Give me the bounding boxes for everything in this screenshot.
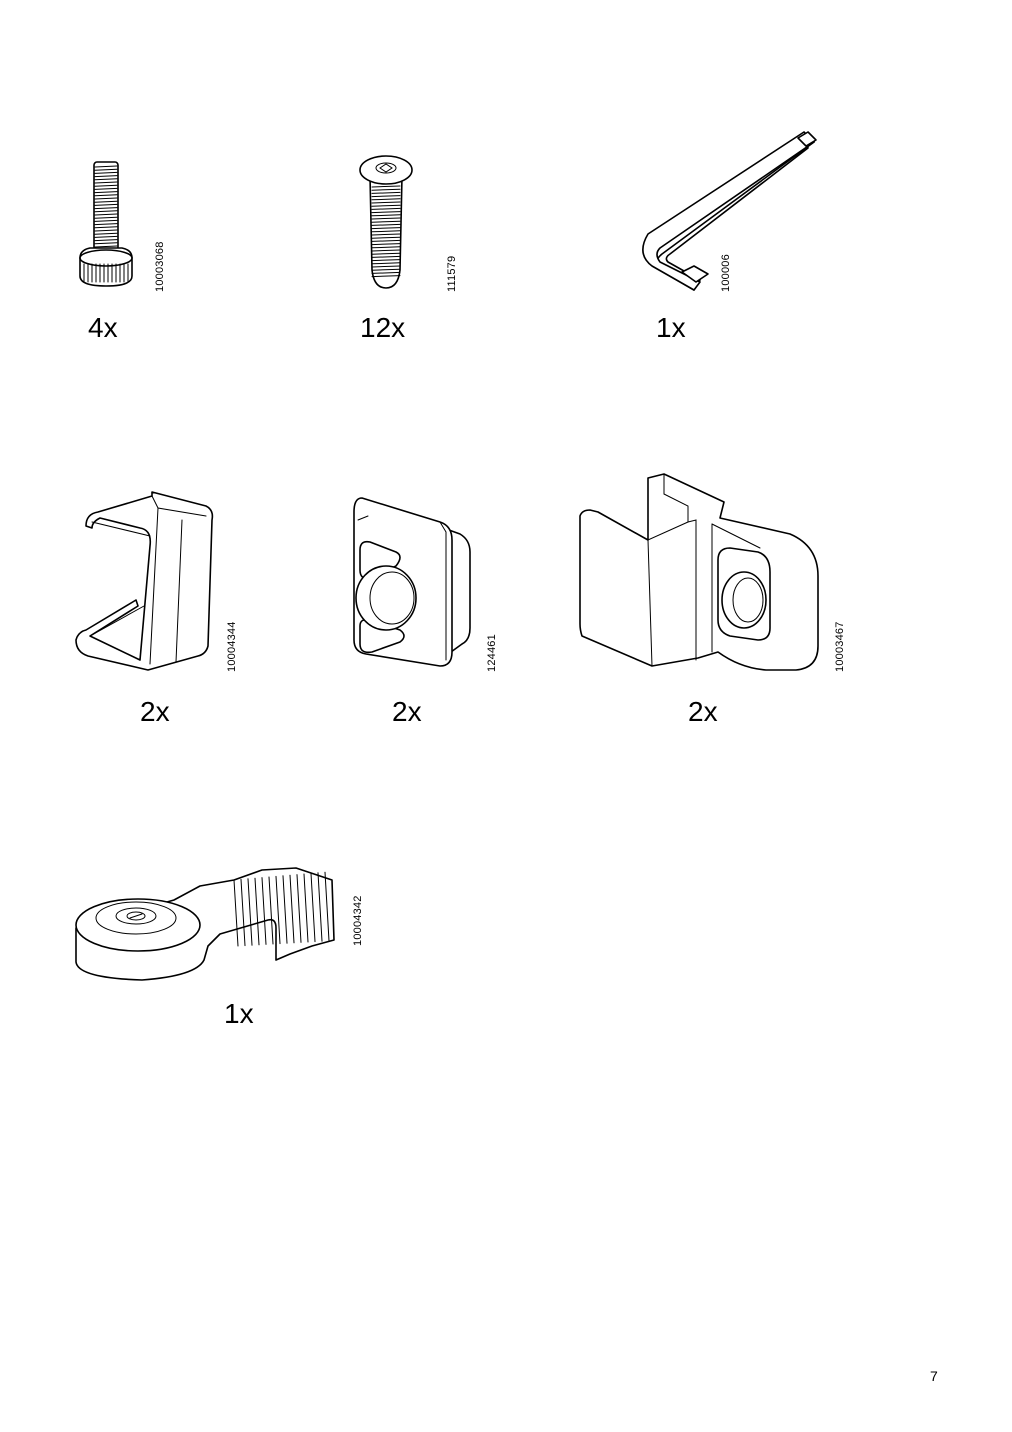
page-number: 7 [930,1368,938,1384]
leveling-foot-screw-illustration [79,161,133,287]
part-code: 10004342 [352,895,364,946]
flat-head-screw-illustration [359,155,413,289]
square-connector-illustration [353,497,471,667]
part-code: 10003467 [834,621,846,672]
part-quantity: 2x [140,696,170,727]
part-quantity: 2x [688,696,718,727]
part-quantity: 4x [88,312,118,343]
part-quantity: 2x [392,696,422,727]
part-quantity: 1x [656,312,686,343]
corner-connector-illustration [579,473,819,671]
tool-key-illustration [75,867,335,981]
c-bracket-illustration [75,491,214,671]
part-quantity: 12x [360,312,406,343]
part-quantity: 1x [224,998,254,1029]
allen-key-illustration [642,131,817,291]
